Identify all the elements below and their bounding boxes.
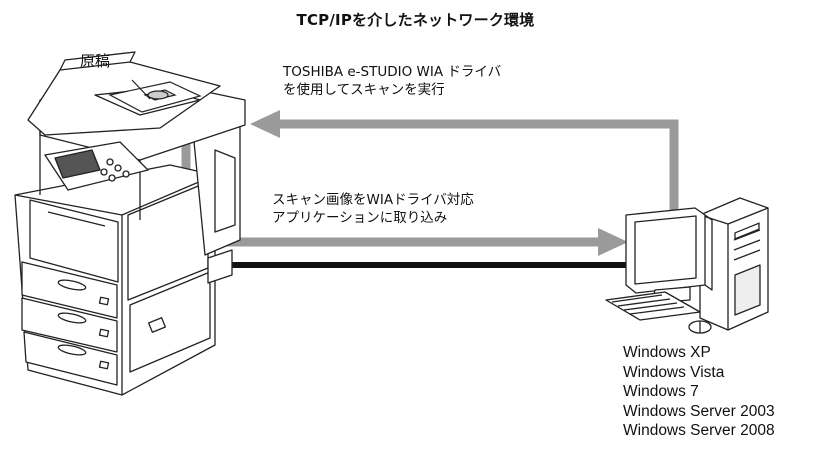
original-leader-line: [131, 79, 151, 100]
os-item: Windows XP: [623, 344, 711, 361]
supported-os-list: Windows XP Windows Vista Windows 7 Windo…: [623, 343, 775, 441]
mfp-copier-icon: [14, 51, 246, 396]
os-item: Windows Server 2008: [623, 422, 775, 440]
image-transfer-text: スキャン画像をWIAドライバ対応 アプリケーションに取り込み: [272, 191, 474, 227]
scan-request-line-1: TOSHIBA e-STUDIO WIA ドライバ: [283, 64, 502, 80]
image-transfer-line-1: スキャン画像をWIAドライバ対応: [272, 192, 474, 208]
diagram-title: TCP/IPを介したネットワーク環境: [296, 11, 535, 29]
os-item: Windows Server 2003: [623, 402, 775, 420]
scan-request-text: TOSHIBA e-STUDIO WIA ドライバ を使用してスキャンを実行: [283, 63, 501, 99]
os-item: Windows 7: [623, 383, 699, 401]
document-original-icon: [108, 81, 202, 113]
scan-request-arrow: [250, 110, 679, 218]
scan-request-line-2: を使用してスキャンを実行: [283, 82, 445, 98]
original-label: 原稿: [80, 52, 111, 70]
os-item: Windows Vista: [623, 363, 725, 381]
image-transfer-line-2: アプリケーションに取り込み: [272, 210, 448, 226]
desktop-computer-icon: [605, 197, 769, 334]
